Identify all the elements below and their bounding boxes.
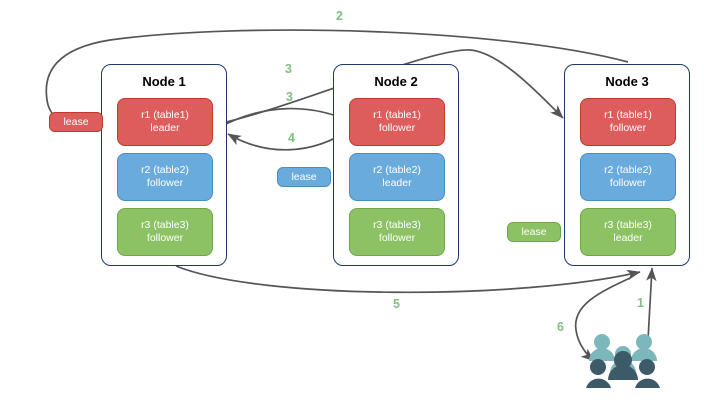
edge-step-5 xyxy=(175,265,641,294)
edge-step-1 xyxy=(646,267,657,341)
replica-node3-r1[interactable]: r1 (table1) follower xyxy=(580,98,676,146)
replica-role: follower xyxy=(378,232,416,244)
replica-name: r3 (table3) xyxy=(373,219,421,231)
replica-role: follower xyxy=(609,177,647,189)
replica-role: follower xyxy=(146,232,184,244)
replica-role: leader xyxy=(150,122,180,134)
replica-name: r1 (table1) xyxy=(141,109,189,121)
edge-step-2 xyxy=(45,29,629,127)
node-title: Node 3 xyxy=(605,74,649,89)
lease-badge-table3[interactable]: lease xyxy=(507,222,561,242)
lease-badge-table1[interactable]: lease xyxy=(49,112,103,132)
replica-node3-r3[interactable]: r3 (table3) leader xyxy=(580,208,676,256)
replica-role: leader xyxy=(382,177,412,189)
replica-node2-r3[interactable]: r3 (table3) follower xyxy=(349,208,445,256)
replica-name: r1 (table1) xyxy=(604,109,652,121)
step-label-3b: 3 xyxy=(286,90,293,104)
lease-badge-table2[interactable]: lease xyxy=(277,167,331,187)
replica-name: r2 (table2) xyxy=(141,164,189,176)
replica-role: follower xyxy=(146,177,184,189)
step-label-2: 2 xyxy=(336,9,343,23)
people-group-icon xyxy=(586,334,660,388)
step-label-4: 4 xyxy=(288,131,295,145)
node-container-node3[interactable]: Node 3 r1 (table1) follower r2 (table2) … xyxy=(564,64,690,266)
replica-node2-r1[interactable]: r1 (table1) follower xyxy=(349,98,445,146)
replica-role: follower xyxy=(609,122,647,134)
replica-node1-r3[interactable]: r3 (table3) follower xyxy=(117,208,213,256)
node-title: Node 2 xyxy=(374,74,418,89)
replica-role: follower xyxy=(378,122,416,134)
step-label-3a: 3 xyxy=(285,62,292,76)
replica-name: r2 (table2) xyxy=(604,164,652,176)
replica-name: r2 (table2) xyxy=(373,164,421,176)
replica-node1-r2[interactable]: r2 (table2) follower xyxy=(117,153,213,201)
replica-name: r3 (table3) xyxy=(141,219,189,231)
edge-step-3-to-node3 xyxy=(221,49,564,124)
replica-node2-r2[interactable]: r2 (table2) leader xyxy=(349,153,445,201)
step-label-6: 6 xyxy=(557,320,564,334)
node-container-node1[interactable]: Node 1 r1 (table1) leader r2 (table2) fo… xyxy=(101,64,227,266)
node-container-node2[interactable]: Node 2 r1 (table1) follower r2 (table2) … xyxy=(333,64,459,266)
replica-node1-r1[interactable]: r1 (table1) leader xyxy=(117,98,213,146)
step-label-1: 1 xyxy=(637,296,644,310)
replica-name: r1 (table1) xyxy=(373,109,421,121)
replica-role: leader xyxy=(613,232,643,244)
replica-node3-r2[interactable]: r2 (table2) follower xyxy=(580,153,676,201)
edge-step-6 xyxy=(574,277,631,362)
replica-name: r3 (table3) xyxy=(604,219,652,231)
node-title: Node 1 xyxy=(142,74,186,89)
step-label-5: 5 xyxy=(393,297,400,311)
